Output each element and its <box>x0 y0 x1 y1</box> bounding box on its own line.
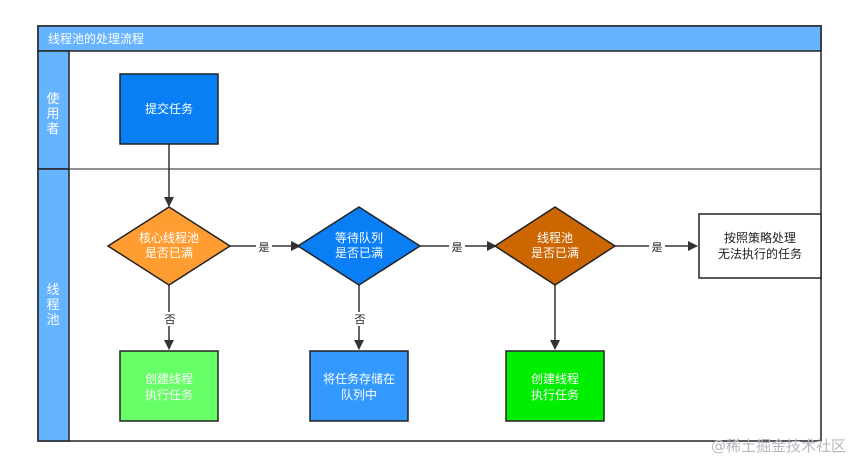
node-create-thread-core-line1: 创建线程 <box>145 371 193 386</box>
edge-label-bg <box>352 312 368 326</box>
node-create-thread-core <box>119 350 219 422</box>
node-reject-policy <box>698 213 822 279</box>
decision-core-pool-full <box>106 206 232 286</box>
lane-pool-char-1: 线 <box>46 283 59 298</box>
decision-core-pool-full-line2: 是否已满 <box>145 246 193 260</box>
edge-label-no-2: 否 <box>355 313 366 326</box>
edge-label-bg <box>256 240 272 254</box>
edge-label-yes-2: 是 <box>452 241 463 254</box>
edge-label-bg <box>649 240 665 254</box>
edge-label-no-1: 否 <box>165 313 176 326</box>
lane-user-char-1: 使 <box>46 91 59 107</box>
node-store-in-queue-line1: 将任务存储在 <box>323 371 395 386</box>
lane-pool-header <box>37 168 70 442</box>
node-store-in-queue-line2: 队列中 <box>341 387 377 402</box>
node-create-thread-core-line2: 执行任务 <box>145 387 193 402</box>
decision-pool-full-line2: 是否已满 <box>531 246 579 260</box>
node-reject-policy-line1: 按照策略处理 <box>724 230 796 245</box>
node-create-thread-max-line1: 创建线程 <box>531 371 579 386</box>
lane-pool-char-2: 程 <box>46 298 59 313</box>
edge-label-yes-1: 是 <box>259 241 270 254</box>
decision-queue-full-line2: 是否已满 <box>335 246 383 260</box>
watermark: @稀土掘金技术社区 <box>710 437 846 455</box>
decision-core-pool-full-line1: 核心线程池 <box>139 230 199 245</box>
node-store-in-queue <box>309 350 409 422</box>
lane-user-header <box>37 50 70 170</box>
lane-pool-char-3: 池 <box>46 313 59 328</box>
node-submit-task-label: 提交任务 <box>145 101 193 116</box>
node-submit-task <box>119 73 219 145</box>
decision-queue-full-line1: 等待队列 <box>335 230 383 245</box>
edge-label-bg <box>449 240 465 254</box>
decision-queue-full <box>296 206 422 286</box>
pool-title: 线程池的处理流程 <box>48 31 144 46</box>
pool-header <box>37 25 822 52</box>
edge-label-yes-3: 是 <box>652 241 663 254</box>
lane-user-char-2: 用 <box>46 107 59 122</box>
node-create-thread-max <box>505 350 605 422</box>
node-create-thread-max-line2: 执行任务 <box>531 387 579 402</box>
edge-label-bg <box>162 312 178 326</box>
decision-pool-full-line1: 线程池 <box>537 230 573 245</box>
node-reject-policy-line2: 无法执行的任务 <box>718 246 802 261</box>
decision-pool-full <box>493 206 617 286</box>
lane-user-char-3: 者 <box>46 122 59 137</box>
